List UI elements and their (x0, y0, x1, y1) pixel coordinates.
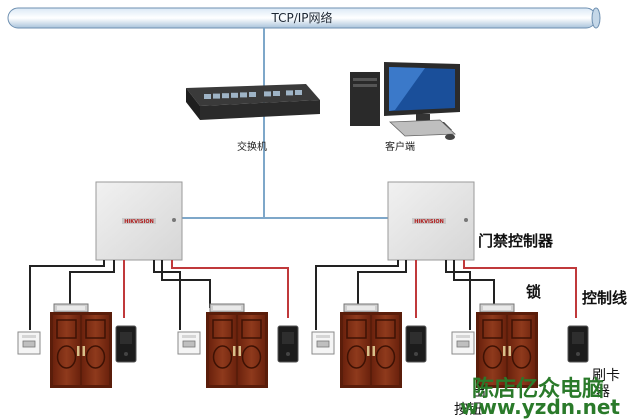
brand-logo-right: HIKVISION (414, 219, 444, 225)
network-label: TCP/IP网络 (270, 10, 332, 25)
client-label: 客户端 (385, 140, 415, 153)
door-group-3 (311, 303, 427, 389)
control-wires (123, 260, 577, 318)
watermark-url: www.yzdn.net (460, 395, 620, 419)
client-computer: 客户端 (350, 62, 460, 153)
lock-label: 锁 (526, 283, 541, 301)
reader-label-b: 器 (596, 384, 610, 400)
watermark-name: 陈店亿众电脑 (472, 376, 604, 402)
switch-device: 交换机 (186, 84, 320, 153)
network-bus: TCP/IP网络 (7, 7, 601, 29)
network-wires (180, 28, 392, 219)
control-line-label: 控制线 (582, 289, 627, 307)
door-group-1 (17, 303, 137, 389)
exit-button-label-top: 出 (472, 384, 486, 400)
controller-left: HIKVISION (95, 181, 183, 261)
signal-wires (29, 260, 495, 330)
controller-label: 门禁控制器 (478, 232, 554, 250)
controller-right: HIKVISION (387, 181, 475, 261)
exit-button-label-bottom: 按钮 (454, 402, 482, 418)
reader-label-a: 刷卡 (592, 368, 620, 384)
brand-logo-left: HIKVISION (124, 219, 154, 225)
switch-label: 交换机 (237, 140, 267, 153)
door-group-2 (177, 303, 299, 389)
